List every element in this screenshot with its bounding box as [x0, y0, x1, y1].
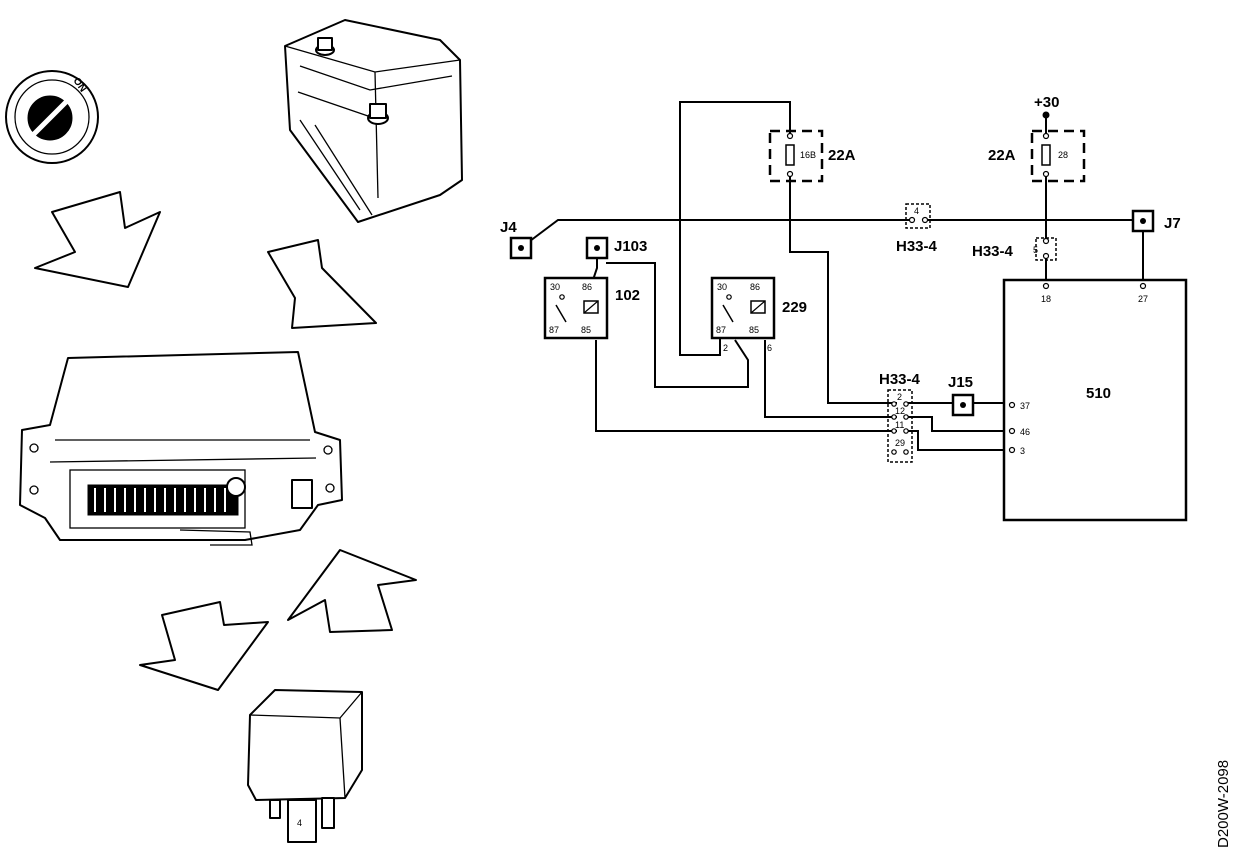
- relay-102-pin-87: 87: [549, 325, 559, 335]
- connector-h33-bottom-label: H33-4: [879, 371, 921, 388]
- control-unit-pin-37: 37: [1020, 401, 1030, 411]
- supply-plus30-label: +30: [1034, 94, 1059, 111]
- connector-h33-bottom-pin-29: 29: [895, 438, 905, 448]
- junction-j7: J7: [1131, 209, 1181, 233]
- arrow-from-ignition-icon: [34, 191, 161, 288]
- fuse-right: 28 22A +30: [988, 94, 1086, 183]
- svg-text:4: 4: [297, 818, 302, 828]
- battery-icon: [284, 19, 463, 223]
- relay-102-label: 102: [615, 287, 640, 304]
- junction-j103-label: J103: [614, 238, 647, 255]
- relay-102-pin-30: 30: [550, 282, 560, 292]
- arrow-from-relay-icon: [287, 549, 417, 633]
- connector-h33-mid: 4 H33-4: [896, 203, 938, 255]
- junction-j4-label: J4: [500, 219, 517, 236]
- connector-h33-right-label: H33-4: [972, 243, 1014, 260]
- control-unit-pin-18: 18: [1041, 294, 1051, 304]
- relay-229-pin-87: 87: [716, 325, 726, 335]
- control-unit-pin-46: 46: [1020, 427, 1030, 437]
- relay-229: 30 86 87 85 2 6 229: [710, 276, 807, 353]
- fuse-right-number: 28: [1058, 150, 1068, 160]
- junction-j15-label: J15: [948, 374, 973, 391]
- fuse-left-label: 22A: [828, 147, 856, 164]
- relay-229-label: 229: [782, 299, 807, 316]
- junction-j103: J103: [585, 236, 647, 260]
- figure-code: D200W-2098: [1215, 760, 1232, 848]
- relay-icon: 4: [247, 689, 363, 843]
- control-unit-510: 18 27 37 46 3 510: [1002, 278, 1188, 522]
- relay-102-pin-85: 85: [581, 325, 591, 335]
- connector-h33-mid-label: H33-4: [896, 238, 938, 255]
- relay-102-pin-86: 86: [582, 282, 592, 292]
- control-unit-label: 510: [1086, 385, 1111, 402]
- fuse-right-label: 22A: [988, 147, 1016, 164]
- fuse-left-number: 16B: [800, 150, 816, 160]
- relay-229-pin-85: 85: [749, 325, 759, 335]
- connector-h33-bottom-pin-2: 2: [897, 392, 902, 402]
- relay-229-pin-30: 30: [717, 282, 727, 292]
- connector-h33-bottom-pin-12: 12: [895, 406, 905, 416]
- junction-j7-label: J7: [1164, 215, 1181, 232]
- junction-j15: J15: [948, 374, 975, 417]
- relay-229-foot-pin-2: 2: [723, 343, 728, 353]
- control-unit-pin-3: 3: [1020, 446, 1025, 456]
- connector-h33-bottom-pin-11: 11: [895, 420, 904, 430]
- connector-h33-mid-pin: 4: [914, 206, 919, 216]
- relay-229-pin-86: 86: [750, 282, 760, 292]
- connector-h33-right-pin: 5: [1033, 245, 1038, 255]
- relay-102: 30 86 87 85 102: [543, 276, 640, 340]
- control-unit-pin-27: 27: [1138, 294, 1148, 304]
- arrow-from-battery-icon: [267, 239, 377, 329]
- connector-h33-bottom: H33-4 2 12 11 29: [879, 371, 921, 463]
- control-unit-icon: [19, 351, 343, 546]
- junction-j4: J4: [500, 219, 533, 260]
- fuse-left: 16B 22A: [768, 129, 856, 183]
- ignition-switch-icon: ON: [5, 70, 99, 164]
- arrow-to-relay-icon: [139, 601, 269, 691]
- relay-229-foot-pin-6: 6: [767, 343, 772, 353]
- connector-h33-right: 5 H33-4: [972, 237, 1057, 261]
